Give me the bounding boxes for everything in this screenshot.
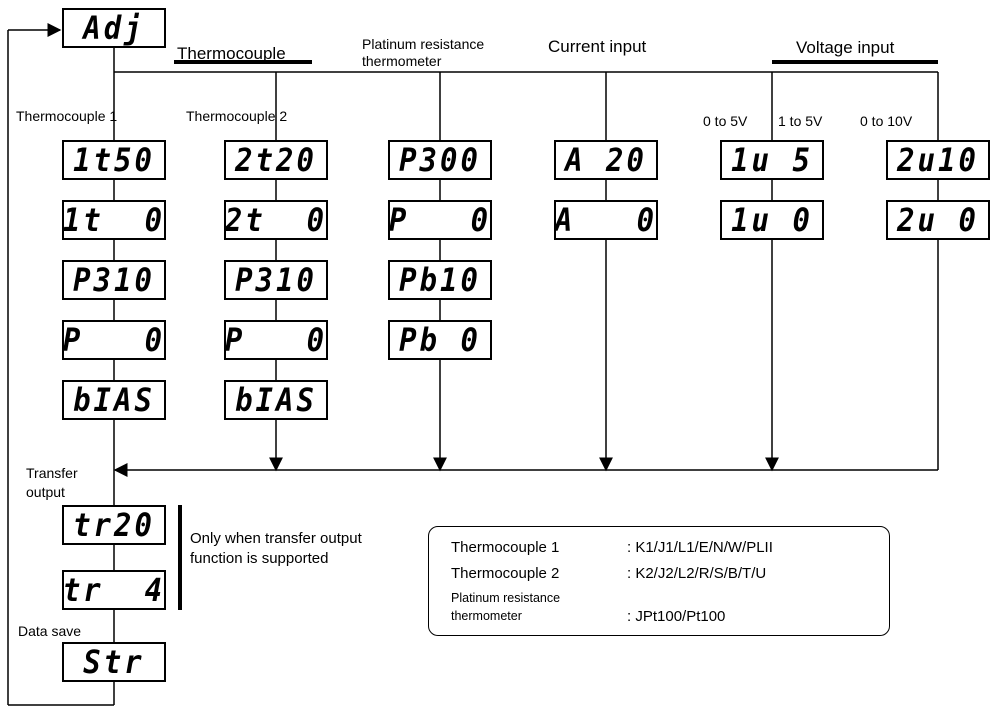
display-tc1-zero: 1t 0 [62, 200, 166, 240]
header-platinum-line1: Platinum resistance [362, 36, 485, 52]
display-pt-pb-zero: Pb 0 [388, 320, 492, 360]
display-tc2-bias: bIAS [224, 380, 328, 420]
display-pt-span: P300 [388, 140, 492, 180]
display-current-zero: A 0 [554, 200, 658, 240]
subheader-thermocouple-2: Thermocouple 2 [186, 108, 288, 124]
display-tc1-bias: bIAS [62, 380, 166, 420]
header-thermocouple: Thermocouple [177, 44, 286, 63]
display-pt-zero: P 0 [388, 200, 492, 240]
subheader-0-to-10v: 0 to 10V [860, 113, 913, 129]
subheader-thermocouple-1: Thermocouple 1 [16, 108, 118, 124]
display-volt5-zero: 1u 0 [720, 200, 824, 240]
display-tc2-span: 2t20 [224, 140, 328, 180]
subheader-1-to-5v: 1 to 5V [778, 113, 823, 129]
display-volt10-span: 2u10 [886, 140, 990, 180]
legend-name-tc2: Thermocouple 2 [451, 565, 560, 582]
subheader-0-to-5v: 0 to 5V [703, 113, 748, 129]
display-volt10-zero: 2u 0 [886, 200, 990, 240]
display-current-span: A 20 [554, 140, 658, 180]
header-voltage-input: Voltage input [796, 38, 895, 57]
label-transfer-line2: output [26, 484, 65, 500]
legend-name-tc1: Thermocouple 1 [451, 539, 560, 556]
label-transfer-line1: Transfer [26, 465, 78, 481]
transfer-note-line1: Only when transfer output [190, 530, 362, 547]
display-tc1-p-span: P310 [62, 260, 166, 300]
input-type-legend: Thermocouple 1 : K1/J1/L1/E/N/W/PLII The… [428, 526, 890, 636]
legend-value-pt: : JPt100/Pt100 [627, 608, 726, 625]
transfer-note-line2: function is supported [190, 550, 329, 567]
legend-name-pt-line1: Platinum resistance [451, 591, 561, 605]
display-pt-pb-span: Pb10 [388, 260, 492, 300]
legend-value-tc2: : K2/J2/L2/R/S/B/T/U [627, 565, 767, 582]
legend-value-tc1: : K1/J1/L1/E/N/W/PLII [627, 539, 773, 556]
display-tc2-p-zero: P 0 [224, 320, 328, 360]
display-tc1-p-zero: P 0 [62, 320, 166, 360]
display-tc1-span: 1t50 [62, 140, 166, 180]
display-volt5-span: 1u 5 [720, 140, 824, 180]
header-current-input: Current input [548, 37, 647, 56]
display-adj: Adj [62, 8, 166, 48]
label-data-save: Data save [18, 623, 82, 639]
display-transfer-zero: tr 4 [62, 570, 166, 610]
display-tc2-zero: 2t 0 [224, 200, 328, 240]
display-tc2-p-span: P310 [224, 260, 328, 300]
display-transfer-span: tr20 [62, 505, 166, 545]
header-platinum-line2: thermometer [362, 53, 442, 69]
display-data-save: Str [62, 642, 166, 682]
legend-name-pt-line2: thermometer [451, 609, 522, 623]
